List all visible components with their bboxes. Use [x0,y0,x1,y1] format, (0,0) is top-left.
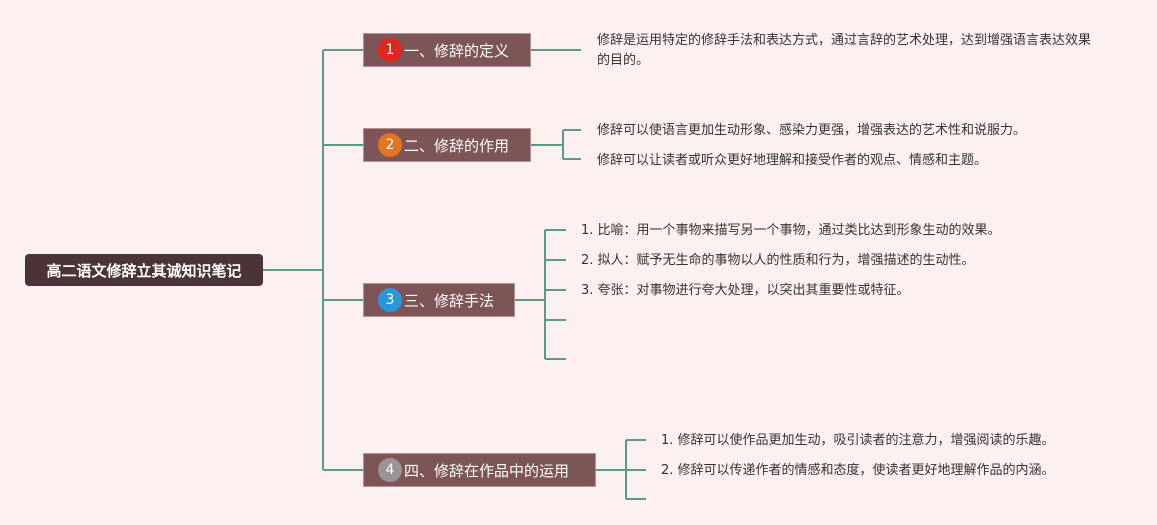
leaf-definition: 修辞是运用特定的修辞手法和表达方式，通过言辞的艺术处理，达到增强语言表达效果的目… [597,33,1092,68]
branch-application[interactable]: 4 四、修辞在作品中的运用 [363,453,596,487]
leaf-function-1: 修辞可以使语言更加生动形象、感染力更强，增强表达的艺术性和说服力。 [597,123,1027,138]
branch-label: 四、修辞在作品中的运用 [404,461,570,480]
root-title: 高二语文修辞立其诚知识笔记 [46,261,242,280]
branch-techniques[interactable]: 3 三、修辞手法 [363,283,515,317]
branch-label: 一、修辞的定义 [404,41,510,60]
leaf-application-1: 1. 修辞可以使作品更加生动，吸引读者的注意力，增强阅读的乐趣。 [661,433,1055,448]
number-badge-2: 2 [378,133,402,157]
leaf-technique-hyperbole: 3. 夸张：对事物进行夸大处理，以突出其重要性或特征。 [581,283,910,298]
leaf-technique-metaphor: 1. 比喻：用一个事物来描写另一个事物，通过类比达到形象生动的效果。 [581,223,1001,238]
branch-function[interactable]: 2 二、修辞的作用 [363,128,531,162]
branch-definition[interactable]: 1 一、修辞的定义 [363,33,531,67]
root-node[interactable]: 高二语文修辞立其诚知识笔记 [25,254,263,286]
number-badge-1: 1 [378,38,402,62]
leaf-function-2: 修辞可以让读者或听众更好地理解和接受作者的观点、情感和主题。 [597,153,988,168]
branch-label: 二、修辞的作用 [404,136,510,155]
number-badge-3: 3 [378,288,402,312]
leaf-application-2: 2. 修辞可以传递作者的情感和态度，使读者更好地理解作品的内涵。 [661,463,1055,478]
number-badge-4: 4 [378,458,402,482]
leaf-technique-personification: 2. 拟人：赋予无生命的事物以人的性质和行为，增强描述的生动性。 [581,253,975,268]
branch-label: 三、修辞手法 [404,291,495,310]
